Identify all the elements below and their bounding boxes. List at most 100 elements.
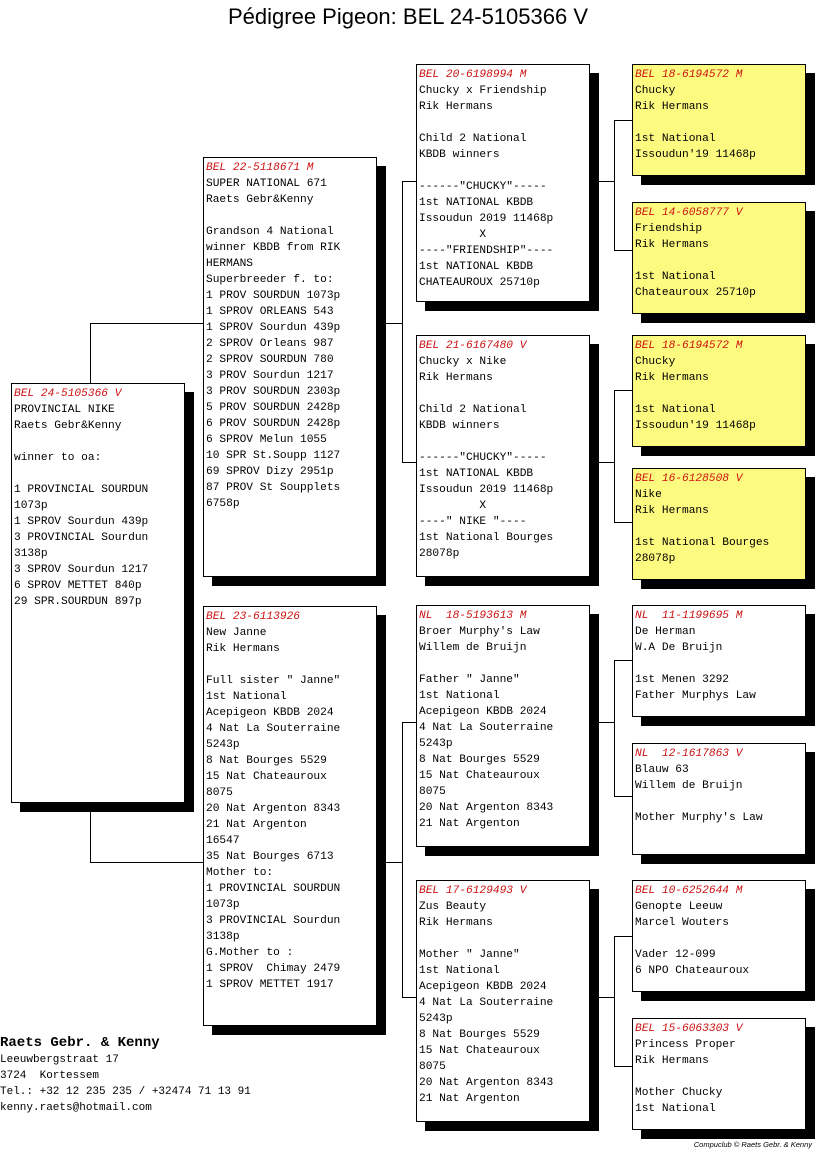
connector-line <box>598 462 614 463</box>
card-line: 21 Nat Argenton <box>419 1093 520 1105</box>
card-line <box>635 115 805 131</box>
card-line: Mother Murphy's Law <box>635 812 763 824</box>
card-line: W.A De Bruijn <box>635 642 723 654</box>
card-line: Chucky x Friendship <box>419 85 547 97</box>
card-line: 6758p <box>206 498 240 510</box>
ring-number: BEL 14-6058777 V <box>635 207 743 219</box>
card-line: Full sister " Janne" <box>206 675 341 687</box>
connector-line <box>614 120 615 250</box>
card-line: Vader 12-099 <box>635 949 716 961</box>
card-line: 28078p <box>635 553 676 565</box>
card-line: 3138p <box>206 931 240 943</box>
card-line: 69 SPROV Dizy 2951p <box>206 466 334 478</box>
card-line: Rik Hermans <box>206 643 280 655</box>
card-line: Rik Hermans <box>419 917 493 929</box>
card-line: 4 Nat La Souterraine <box>206 723 341 735</box>
connector-line <box>614 390 615 522</box>
connector-line <box>614 250 632 251</box>
card-line: winner KBDB from RIK <box>206 242 341 254</box>
connector-line <box>614 660 632 661</box>
connector-line <box>402 722 403 998</box>
card-line <box>419 656 589 672</box>
card-line: 3 PROV Sourdun 1217 <box>206 370 334 382</box>
card-line: 1st National Bourges <box>419 532 554 544</box>
card-line: 8075 <box>419 1061 446 1073</box>
card-line: 8 Nat Bourges 5529 <box>206 755 327 767</box>
owner-block: Raets Gebr. & Kenny Leeuwbergstraat 17 3… <box>0 1034 251 1116</box>
ring-number: BEL 16-6128508 V <box>635 473 743 485</box>
card-line <box>419 434 589 450</box>
card-line: 3 PROV SOURDUN 2303p <box>206 386 341 398</box>
connector-line <box>402 181 403 463</box>
card-line: 1st National <box>635 271 716 283</box>
connector-line <box>614 1066 632 1067</box>
card-line: Chucky <box>635 85 676 97</box>
card-line: 6 NPO Chateauroux <box>635 965 750 977</box>
card-line: HERMANS <box>206 258 253 270</box>
connector-line <box>90 323 204 324</box>
card-line: 5243p <box>419 1013 453 1025</box>
card-line: 1st NATIONAL KBDB <box>419 468 534 480</box>
card-line: 1 PROV SOURDUN 1073p <box>206 290 341 302</box>
card-line: Rik Hermans <box>419 101 493 113</box>
card-line: 2 SPROV SOURDUN 780 <box>206 354 334 366</box>
ring-number: BEL 23-6113926 <box>206 611 300 623</box>
connector-line <box>90 862 204 863</box>
card-line: Rik Hermans <box>635 505 709 517</box>
connector-line <box>614 936 615 1066</box>
connector-line <box>402 181 417 182</box>
card-line <box>419 163 589 179</box>
ring-number: NL 11-1199695 M <box>635 610 743 622</box>
card-line: 4 Nat La Souterraine <box>419 722 554 734</box>
ring-number: BEL 18-6194572 M <box>635 340 743 352</box>
card-line: 1st National Bourges <box>635 537 770 549</box>
card-line: 16547 <box>206 835 240 847</box>
card-line: 5243p <box>419 738 453 750</box>
owner-name: Raets Gebr. & Kenny <box>0 1035 160 1051</box>
card-line: Genopte Leeuw <box>635 901 723 913</box>
card-line: 3 PROVINCIAL Sourdun <box>206 915 341 927</box>
connector-line <box>402 997 417 998</box>
owner-city: 3724 Kortessem <box>0 1070 100 1082</box>
card-line: Zus Beauty <box>419 901 487 913</box>
card-line: Chucky <box>635 356 676 368</box>
card-line: 1073p <box>206 899 240 911</box>
card-line: SUPER NATIONAL 671 <box>206 178 327 190</box>
owner-address: Leeuwbergstraat 17 <box>0 1054 119 1066</box>
ring-number: NL 12-1617863 V <box>635 748 743 760</box>
card-line: 1 SPROV Sourdun 439p <box>14 516 149 528</box>
card-line: ------"CHUCKY"----- <box>419 452 547 464</box>
card-line: ----"FRIENDSHIP"---- <box>419 245 554 257</box>
card-line: Rik Hermans <box>635 372 709 384</box>
card-line <box>419 386 589 402</box>
card-line: Father " Janne" <box>419 674 520 686</box>
card-line <box>419 931 589 947</box>
connector-line <box>598 997 614 998</box>
card-line: Willem de Bruijn <box>419 642 527 654</box>
connector-line <box>386 862 402 863</box>
card-line: Mother Chucky <box>635 1087 723 1099</box>
card-line <box>635 253 805 269</box>
connector-line <box>386 323 402 324</box>
connector-line <box>90 323 91 383</box>
card-line: Grandson 4 National <box>206 226 334 238</box>
ring-number: BEL 15-6063303 V <box>635 1023 743 1035</box>
card-line: KBDB winners <box>419 420 500 432</box>
connector-line <box>614 936 632 937</box>
card-line: Chucky x Nike <box>419 356 507 368</box>
card-line: 2 SPROV Orleans 987 <box>206 338 334 350</box>
ring-number: BEL 10-6252644 M <box>635 885 743 897</box>
ring-number: BEL 20-6198994 M <box>419 69 527 81</box>
card-line: 1st NATIONAL KBDB <box>419 197 534 209</box>
ring-number: NL 18-5193613 M <box>419 610 527 622</box>
